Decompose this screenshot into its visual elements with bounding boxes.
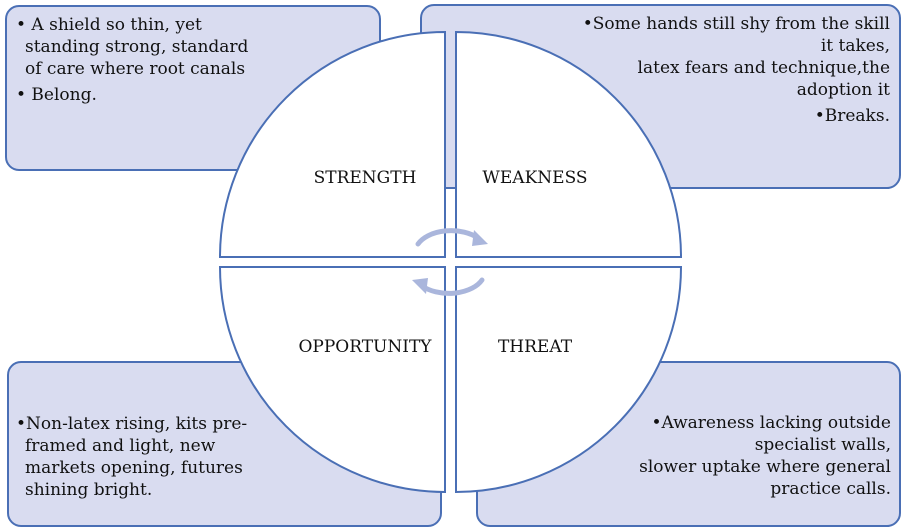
threat-text: •Awareness lacking outside specialist wa…	[639, 412, 891, 500]
strength-label: STRENGTH	[314, 168, 417, 188]
threat-line-4: practice calls.	[770, 479, 891, 499]
threat-line-1: •Awareness lacking outside	[651, 413, 891, 433]
opportunity-text: •Non-latex rising, kits pre- framed and …	[16, 413, 247, 501]
strength-line-2: standing strong, standard	[25, 37, 249, 57]
threat-quadrant	[455, 266, 683, 494]
circular-arrows-icon	[412, 228, 488, 296]
weakness-line-2: it takes,	[820, 36, 890, 56]
strength-quadrant	[218, 30, 446, 258]
strength-line-1: • A shield so thin, yet	[16, 15, 202, 35]
weakness-label: WEAKNESS	[482, 168, 587, 188]
threat-label: THREAT	[498, 337, 573, 357]
strength-line-4: • Belong.	[16, 85, 97, 105]
weakness-line-1: •Some hands still shy from the skill	[582, 14, 890, 34]
weakness-line-4: adoption it	[796, 80, 890, 100]
weakness-line-3: latex fears and technique,the	[637, 58, 890, 78]
opportunity-quadrant	[218, 266, 446, 494]
strength-text: • A shield so thin, yet standing strong,…	[16, 14, 248, 106]
opportunity-line-4: shining bright.	[25, 480, 153, 500]
threat-line-3: slower uptake where general	[639, 457, 891, 477]
opportunity-line-1: •Non-latex rising, kits pre-	[16, 414, 248, 434]
weakness-quadrant	[455, 30, 683, 258]
weakness-text: •Some hands still shy from the skill it …	[583, 13, 890, 127]
opportunity-line-3: markets opening, futures	[25, 458, 243, 478]
threat-line-2: specialist walls,	[754, 435, 891, 455]
opportunity-line-2: framed and light, new	[25, 436, 216, 456]
weakness-line-5: •Breaks.	[814, 106, 890, 126]
strength-line-3: of care where root canals	[25, 59, 246, 79]
opportunity-label: OPPORTUNITY	[298, 337, 432, 357]
